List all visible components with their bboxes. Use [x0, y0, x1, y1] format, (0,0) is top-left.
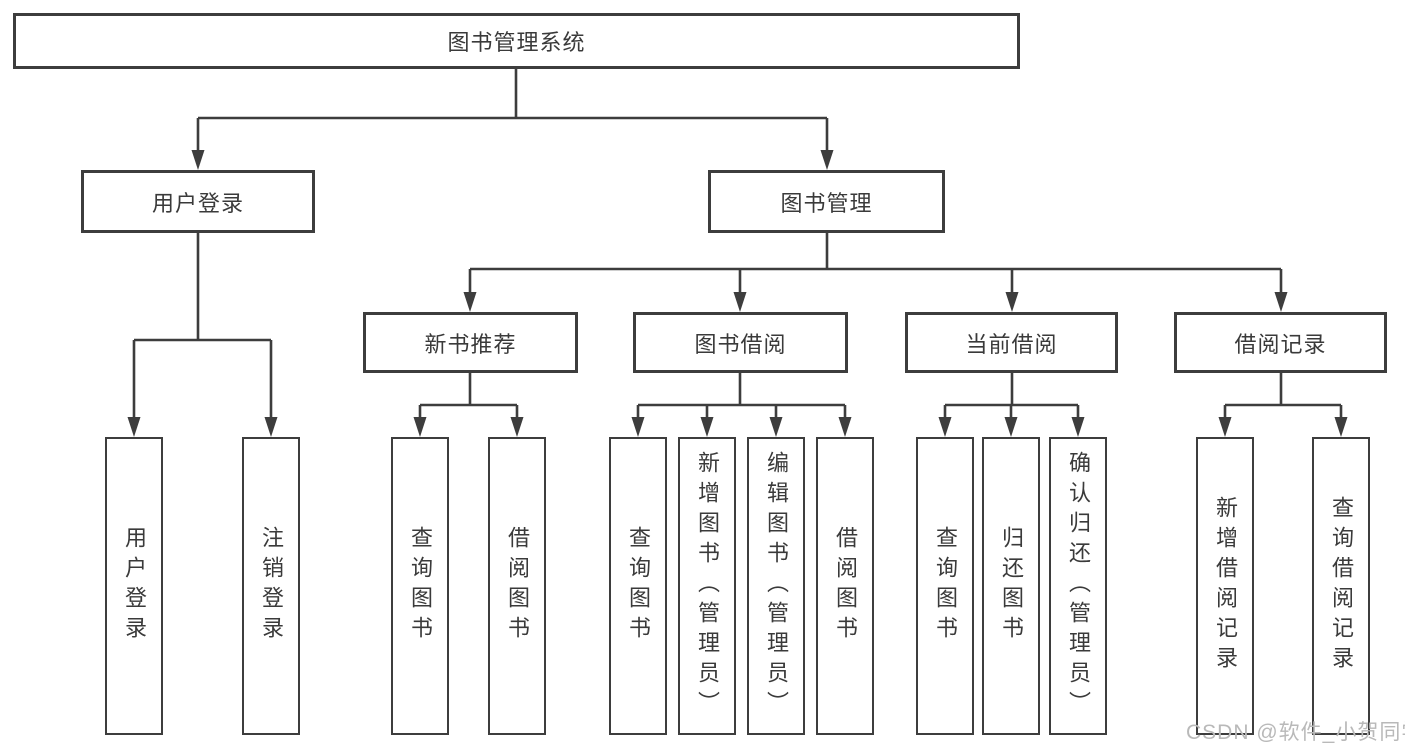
node-current-borrowing: 当前借阅 [905, 312, 1118, 373]
leaf-query-borrow-record: 查询借阅记录 [1312, 437, 1370, 735]
node-borrowing-records-label: 借阅记录 [1234, 331, 1327, 357]
node-new-book-recommendation-label: 新书推荐 [424, 331, 517, 357]
leaf-query-books-borrowing: 查询图书 [609, 437, 667, 735]
leaf-query-books-current-label: 查询图书 [933, 526, 958, 646]
leaf-confirm-return-admin-label: 确认归还（管理员） [1066, 451, 1091, 721]
leaf-logout-label: 注销登录 [259, 526, 284, 646]
leaf-add-books-admin: 新增图书（管理员） [678, 437, 736, 735]
csdn-watermark: CSDN @软件_小贺同学 [1186, 721, 1405, 744]
leaf-confirm-return-admin: 确认归还（管理员） [1049, 437, 1107, 735]
leaf-return-books-label: 归还图书 [999, 526, 1024, 646]
node-book-borrowing-label: 图书借阅 [694, 331, 787, 357]
leaf-user-login-label: 用户登录 [122, 526, 147, 646]
node-system-root-label: 图书管理系统 [447, 30, 586, 55]
leaf-add-borrow-record: 新增借阅记录 [1196, 437, 1254, 735]
node-book-borrowing: 图书借阅 [633, 312, 848, 373]
node-system-root: 图书管理系统 [13, 13, 1020, 69]
leaf-return-books: 归还图书 [982, 437, 1040, 735]
leaf-edit-books-admin: 编辑图书（管理员） [747, 437, 805, 735]
node-borrowing-records: 借阅记录 [1174, 312, 1387, 373]
leaf-query-books-recommend-label: 查询图书 [408, 526, 433, 646]
leaf-borrow-books-recommend-label: 借阅图书 [505, 526, 530, 646]
leaf-logout: 注销登录 [242, 437, 300, 735]
node-user-login: 用户登录 [81, 170, 315, 233]
node-book-management: 图书管理 [708, 170, 945, 233]
leaf-query-books-recommend: 查询图书 [391, 437, 449, 735]
leaf-borrow-books: 借阅图书 [816, 437, 874, 735]
leaf-borrow-books-recommend: 借阅图书 [488, 437, 546, 735]
leaf-user-login: 用户登录 [105, 437, 163, 735]
node-new-book-recommendation: 新书推荐 [363, 312, 578, 373]
leaf-query-books-borrowing-label: 查询图书 [626, 526, 651, 646]
node-user-login-label: 用户登录 [151, 190, 244, 216]
leaf-edit-books-admin-label: 编辑图书（管理员） [764, 451, 789, 721]
leaf-borrow-books-label: 借阅图书 [833, 526, 858, 646]
node-book-management-label: 图书管理 [780, 190, 873, 216]
leaf-query-borrow-record-label: 查询借阅记录 [1329, 496, 1354, 676]
leaf-add-borrow-record-label: 新增借阅记录 [1213, 496, 1238, 676]
leaf-query-books-current: 查询图书 [916, 437, 974, 735]
leaf-add-books-admin-label: 新增图书（管理员） [695, 451, 720, 721]
node-current-borrowing-label: 当前借阅 [965, 331, 1058, 357]
